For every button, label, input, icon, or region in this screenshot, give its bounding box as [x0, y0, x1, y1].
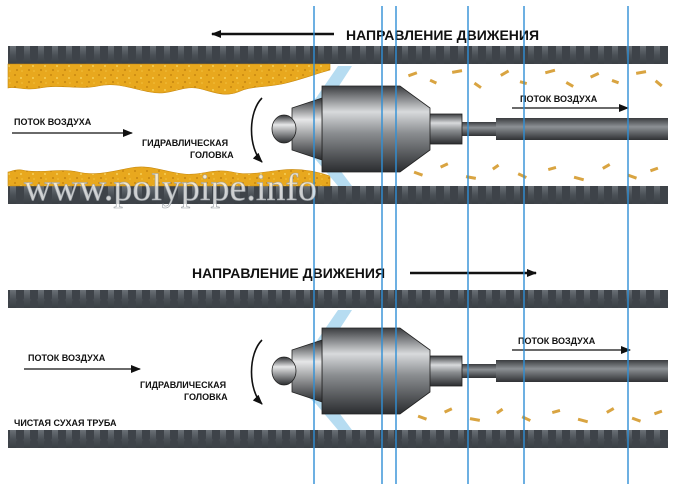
top-head-label-line1: ГИДРАВЛИЧЕСКАЯ: [142, 138, 228, 148]
top-debris-flakes: [407, 68, 663, 182]
top-hydraulic-head: [271, 85, 463, 173]
bottom-pipe-lower-wall: [8, 430, 668, 448]
top-hose: [460, 118, 668, 140]
guide-lines: [313, 6, 629, 484]
top-pipe-upper-wall: [8, 46, 668, 64]
bottom-pipe-upper-wall: [8, 290, 668, 308]
bottom-head-label-line2: ГОЛОВКА: [184, 392, 228, 402]
top-airflow-left-label: ПОТОК ВОЗДУХА: [14, 117, 92, 127]
top-rotation-arrow: [250, 97, 263, 163]
top-deposit-lower: [7, 166, 331, 187]
bottom-direction-label: НАПРАВЛЕНИЕ ДВИЖЕНИЯ: [192, 265, 385, 281]
watermark: www.polypipe.info: [24, 167, 317, 209]
clean-pipe-label: ЧИСТАЯ СУХАЯ ТРУБА: [14, 418, 117, 428]
bottom-airflow-right-label: ПОТОК ВОЗДУХА: [518, 336, 596, 346]
bottom-debris-flakes: [417, 407, 663, 424]
top-pipe-lower-wall: [8, 186, 668, 204]
bottom-rotation-arrow: [250, 339, 263, 405]
top-head-label-line2: ГОЛОВКА: [190, 150, 234, 160]
bottom-hose: [460, 360, 668, 382]
top-direction-label: НАПРАВЛЕНИЕ ДВИЖЕНИЯ: [346, 27, 539, 43]
top-deposit-upper: [7, 63, 331, 95]
bottom-head-label-line1: ГИДРАВЛИЧЕСКАЯ: [140, 380, 226, 390]
bottom-airflow-left-label: ПОТОК ВОЗДУХА: [28, 353, 106, 363]
bottom-panel: НАПРАВЛЕНИЕ ДВИЖЕНИЯ ПОТОК ВОЗДУХА ПОТОК…: [8, 265, 668, 448]
bottom-hydraulic-head: [271, 327, 463, 415]
top-airflow-right-label: ПОТОК ВОЗДУХА: [520, 94, 598, 104]
